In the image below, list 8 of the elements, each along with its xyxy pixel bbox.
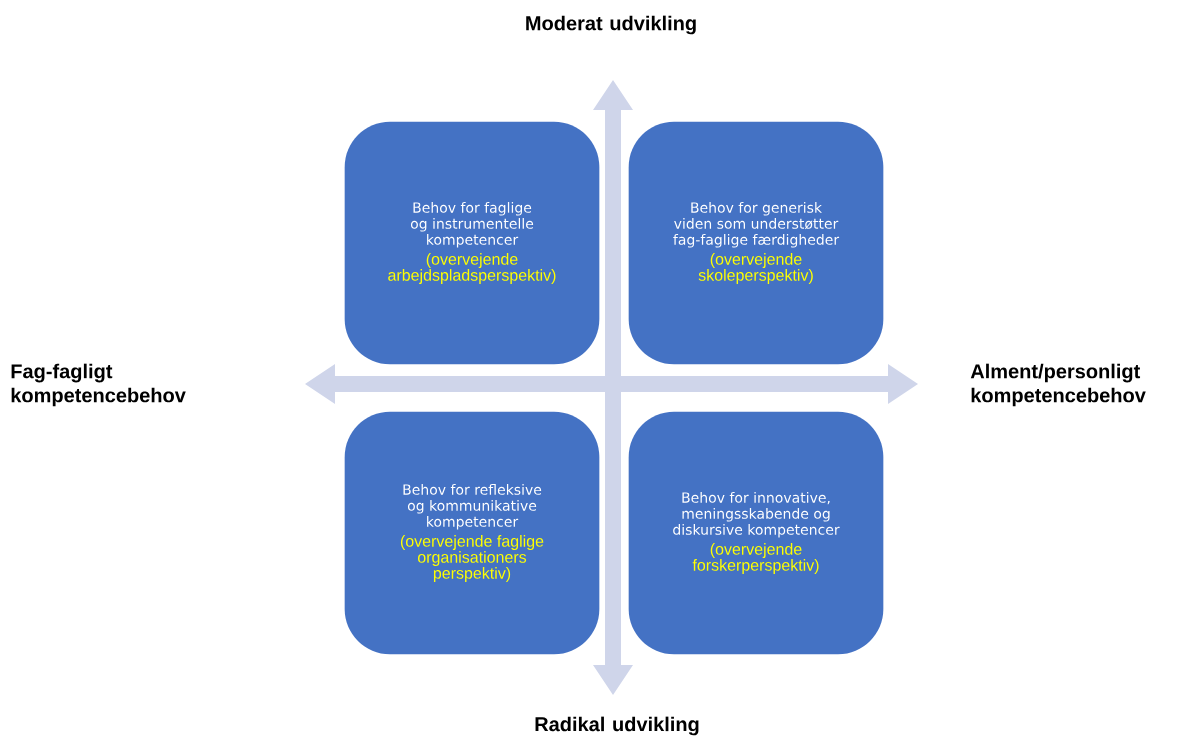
axis-label: Fag-fagligt kompetencebehov — [11, 363, 186, 407]
rounded-box: Behov for faglige og instrumentelle kompetencer (overvejende arbejdspladsperspektiv) — [344, 121, 600, 365]
axis-label: Radikal udvikling — [535, 716, 699, 736]
axis-label: Moderat udvikling — [526, 15, 696, 35]
axis-label: Alment/personligt kompetencebehov — [970, 363, 1146, 407]
rounded-box: Behov for refleksive og kommunikative kompetencer (overvejende faglige organisationers perspektiv) — [344, 411, 600, 655]
rounded-box: Behov for innovative, meningsskabende og diskursive kompetencer (overvejende forskerperspektiv) — [628, 411, 884, 655]
rounded-box: Behov for generisk viden som understøtter fag-faglige færdigheder (overvejende skoleperspektiv) — [628, 121, 884, 365]
